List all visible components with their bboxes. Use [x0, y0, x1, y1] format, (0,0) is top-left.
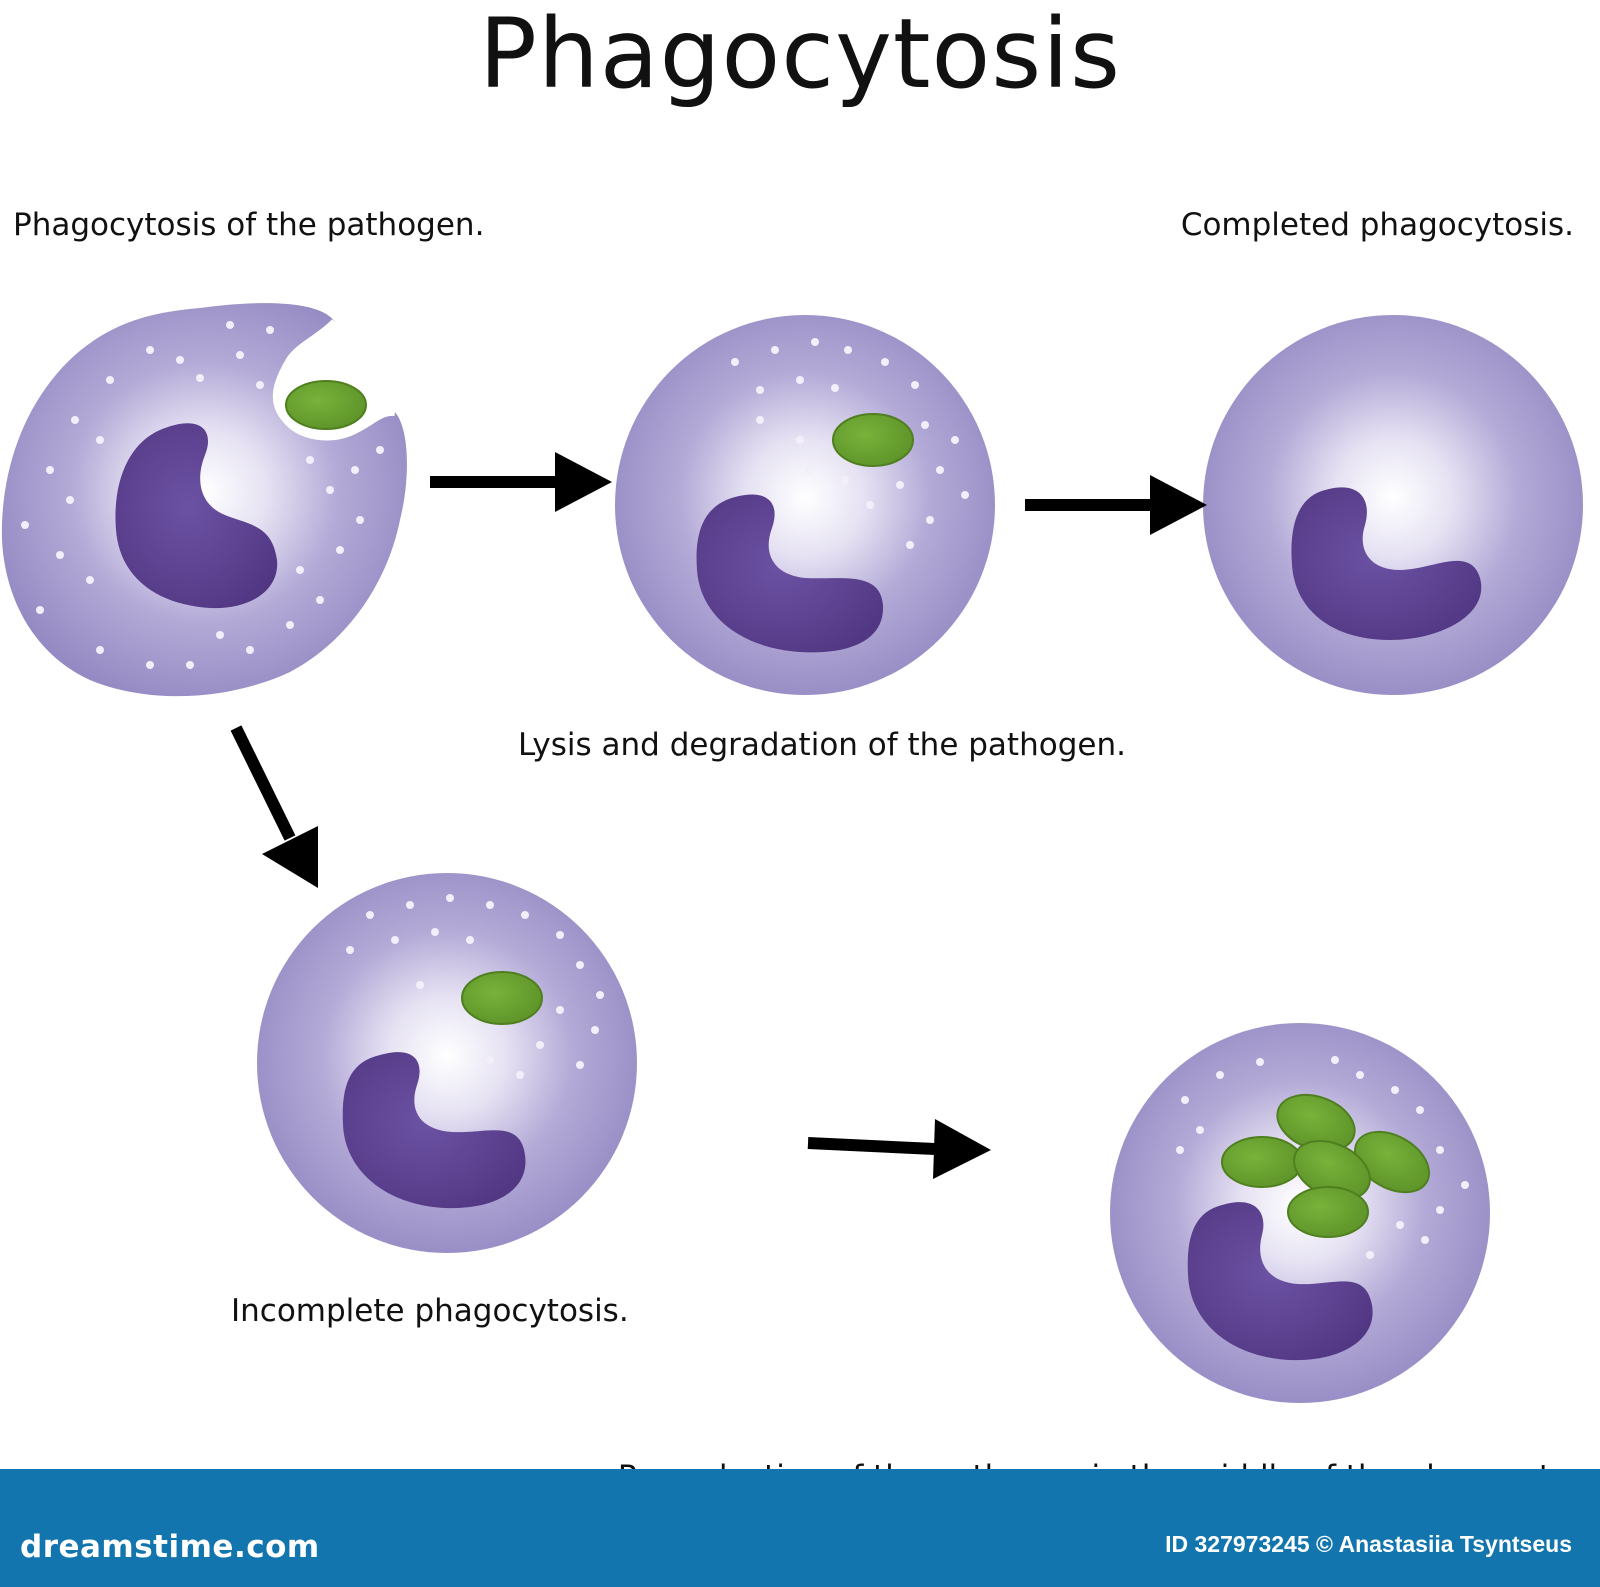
pathogen [1354, 1130, 1430, 1194]
arrow-to-incomplete [230, 725, 318, 888]
label-phagocytosis-of-pathogen: Phagocytosis of the pathogen. [13, 207, 485, 243]
cell-incomplete [257, 873, 637, 1253]
cell-completed [1203, 315, 1583, 695]
pathogen-cluster [1221, 1093, 1430, 1238]
pathogen [285, 380, 367, 430]
granules [21, 321, 384, 669]
nucleus [1187, 1202, 1373, 1361]
cell-engulfing [1, 303, 407, 697]
label-incomplete-phagocytosis: Incomplete phagocytosis. [231, 1293, 629, 1329]
stock-footer: dreamstime.com ID 327973245 © Anastasiia… [0, 1469, 1600, 1587]
arrow-to-completed [1025, 475, 1207, 535]
cell-lysis [615, 315, 995, 695]
pathogen [832, 413, 914, 467]
pathogen [1287, 1186, 1369, 1238]
nucleus [115, 423, 278, 609]
nucleus [342, 1052, 526, 1209]
cell-membrane [1203, 315, 1583, 695]
diagram-title: Phagocytosis [479, 0, 1121, 110]
nucleus [696, 494, 884, 653]
granules [346, 894, 604, 1079]
arrow-to-lysis [430, 452, 612, 512]
pathogen [461, 971, 543, 1025]
cell-membrane [257, 873, 637, 1253]
phagocytosis-diagram [1, 303, 1583, 1403]
arrow-to-reproduction [807, 1119, 991, 1179]
label-completed-phagocytosis: Completed phagocytosis. [1180, 207, 1574, 243]
granules [731, 338, 969, 549]
footer-brand: dreamstime.com [20, 1529, 320, 1565]
nucleus [1291, 487, 1482, 640]
granules [1176, 1056, 1469, 1259]
footer-credit: ID 327973245 © Anastasiia Tsyntseus [1165, 1531, 1572, 1557]
cell-reproduction [1110, 1023, 1490, 1403]
label-lysis-degradation: Lysis and degradation of the pathogen. [518, 727, 1126, 763]
pathogen [1221, 1136, 1303, 1188]
